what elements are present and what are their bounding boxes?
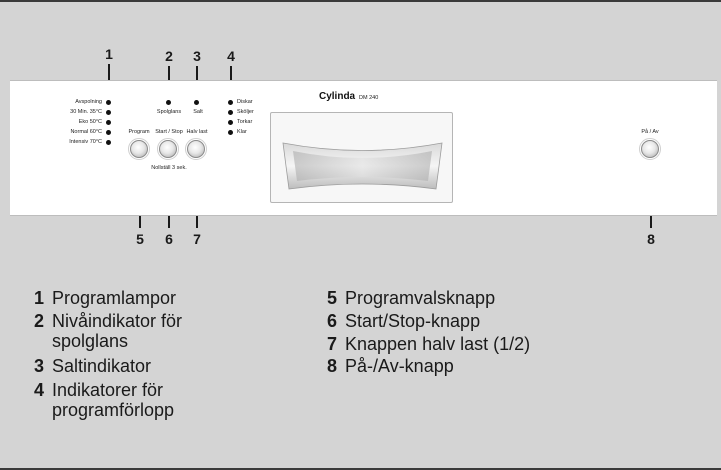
half-load-button-ring — [185, 138, 207, 160]
legend-text: Knappen halv last (1/2) — [345, 334, 531, 354]
legend-text: Programvalsknapp — [345, 288, 496, 308]
callout-8: 8 — [647, 231, 655, 247]
legend-number: 4 — [34, 380, 45, 400]
on-off-button[interactable] — [641, 140, 659, 158]
start-stop-button[interactable] — [159, 140, 177, 158]
salt-indicator-led — [194, 100, 199, 105]
brand-logo: Cylinda — [319, 91, 356, 102]
program-lamp-label: Normal 60°C — [70, 129, 102, 135]
callout-2: 2 — [165, 48, 173, 64]
program-lamp-label: Avspolning — [75, 99, 102, 105]
legend-number: 3 — [34, 356, 45, 376]
legend-number: 5 — [327, 288, 338, 308]
legend-text: Programlampor — [52, 288, 177, 308]
progress-led — [228, 110, 233, 115]
on-off-button-ring — [639, 138, 661, 160]
legend-text: Start/Stop-knapp — [345, 311, 481, 331]
callout-1: 1 — [105, 46, 113, 62]
reset-note: Nollställ 3 sek. — [151, 165, 187, 171]
legend-item-8: 8 På-/Av-knapp — [327, 356, 454, 376]
legend-text-line: Nivåindikator för — [52, 311, 183, 331]
salt-label: Salt — [193, 109, 203, 115]
program-lamp-led — [106, 140, 111, 145]
program-lamp-led — [106, 110, 111, 115]
rinse-aid-label: Spolglans — [156, 109, 182, 115]
door-handle[interactable] — [270, 112, 453, 203]
door-handle-graphic — [282, 142, 443, 190]
program-button-label: Program — [128, 129, 150, 135]
program-lamp-led — [106, 130, 111, 135]
legend-text-line: spolglans — [52, 331, 129, 351]
start-stop-button-ring — [157, 138, 179, 160]
program-lamp-label: Eko 50°C — [78, 119, 102, 125]
legend-text: På-/Av-knapp — [345, 356, 454, 376]
progress-label: Klar — [237, 129, 247, 135]
legend-text: Saltindikator — [52, 356, 152, 376]
progress-led — [228, 100, 233, 105]
legend-number: 8 — [327, 356, 338, 376]
legend-text-line: Indikatorer för — [52, 380, 164, 400]
legend-item-5: 5 Programvalsknapp — [327, 288, 495, 308]
progress-led — [228, 120, 233, 125]
legend-number: 6 — [327, 311, 338, 331]
callout-6: 6 — [165, 231, 173, 247]
program-button[interactable] — [130, 140, 148, 158]
model-label: DM 240 — [359, 95, 379, 101]
progress-label: Sköljer — [237, 109, 254, 115]
legend-item-1: 1 Programlampor — [34, 288, 176, 308]
legend-item-3: 3 Saltindikator — [34, 356, 151, 376]
program-lamp-label: 30 Min. 35°C — [70, 109, 102, 115]
program-lamp-label: Intensiv 70°C — [69, 139, 102, 145]
half-load-button-label: Halv last — [186, 129, 208, 135]
callout-4: 4 — [227, 48, 235, 64]
half-load-button[interactable] — [187, 140, 205, 158]
legend-number: 2 — [34, 311, 45, 331]
callout-5: 5 — [136, 231, 144, 247]
legend-number: 7 — [327, 334, 338, 354]
progress-led — [228, 130, 233, 135]
progress-label: Torkar — [237, 119, 253, 125]
callout-7: 7 — [193, 231, 201, 247]
callout-3: 3 — [193, 48, 201, 64]
legend-item-6: 6 Start/Stop-knapp — [327, 311, 480, 331]
program-lamp-led — [106, 100, 111, 105]
start-stop-button-label: Start / Stop — [155, 129, 183, 135]
legend-item-7: 7 Knappen halv last (1/2) — [327, 334, 530, 354]
progress-label: Diskar — [237, 99, 253, 105]
on-off-button-label: På / Av — [641, 129, 659, 135]
program-lamp-led — [106, 120, 111, 125]
legend-number: 1 — [34, 288, 45, 308]
rinse-aid-indicator-led — [166, 100, 171, 105]
legend-text-line: programförlopp — [52, 400, 175, 420]
program-button-ring — [128, 138, 150, 160]
